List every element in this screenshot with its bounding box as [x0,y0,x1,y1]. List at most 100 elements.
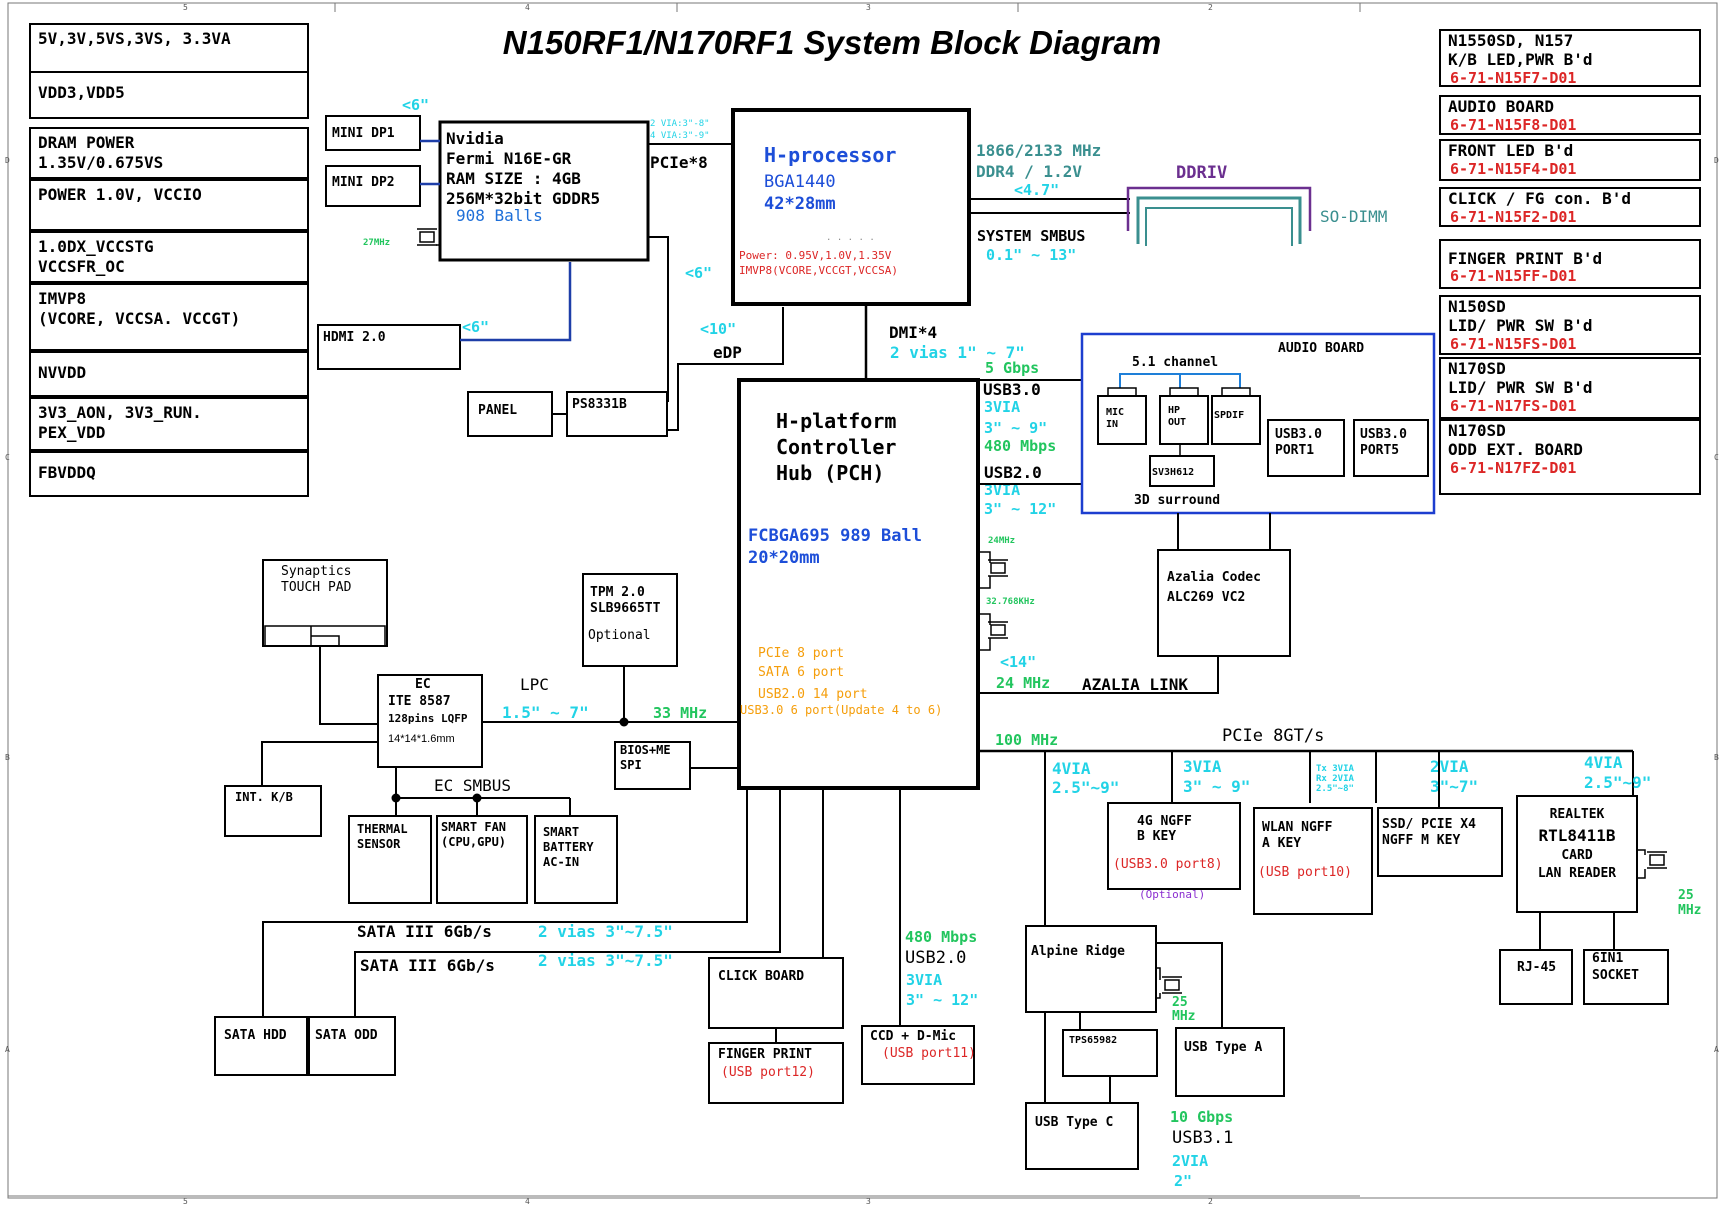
system-smbus: SYSTEM SMBUS [977,227,1085,245]
audio-hp-label: HP [1168,405,1180,416]
pch-port-capability: USB3.0 6 port(Update 4 to 6) [740,703,942,717]
ddriv-label: DDRIV [1176,163,1227,183]
pcie-branch-via: 2VIA [1430,757,1469,776]
realtek-label: CARD [1561,848,1592,863]
ec-dimension: 14*14*1.6mm [388,733,455,745]
daughter-board-part-number: 6-71-N15F2-D01 [1450,208,1576,226]
sata1-vias: 2 vias 3"~7.5" [538,922,673,941]
sodimm-inner [1145,207,1293,246]
usb30-label: USB3.0 [983,380,1041,399]
frame-tick-label: 5 [183,1197,188,1206]
power-rail-box [29,451,309,497]
sata2-label: SATA III 6Gb/s [360,956,495,975]
wlan-label: WLAN NGFF [1262,820,1333,835]
tpm-optional: Optional [588,628,651,643]
crystal-wire [978,613,991,625]
bios-label: SPI [620,758,642,772]
ccd-box [861,1025,975,1085]
ssd-label: NGFF M KEY [1382,833,1460,848]
pcie-branch-length: 2.5"~9" [1052,778,1119,797]
memory-length: <4.7" [1014,181,1059,199]
power-rail-box [29,179,309,231]
pcie8-label: PCIe*8 [650,153,708,172]
crystal-wire [978,576,991,589]
sata-odd-label: SATA ODD [315,1028,378,1043]
hdmi-box [317,324,461,370]
alpine-clock: MHz [1172,1009,1195,1024]
cpu-size: 42*28mm [764,194,836,214]
frame-tick-label: A [5,1045,10,1054]
power-rail-label: 3V3_AON, 3V3_RUN. [38,403,202,422]
daughter-board-box [1439,95,1701,135]
memory-speed: 1866/2133 MHz [976,141,1101,160]
audio-surround: 3D surround [1134,493,1220,508]
alpine-ridge-label: Alpine Ridge [1031,944,1125,959]
daughter-board-name: ODD EXT. BOARD [1448,440,1583,459]
audio-channel: 5.1 channel [1132,355,1218,370]
frame-tick-label: B [5,753,10,762]
daughter-board-name: N170SD [1448,421,1506,440]
frame-tick-label: C [5,453,10,462]
ngff-4g-label: B KEY [1137,829,1176,844]
dmi-label: DMI*4 [889,323,937,342]
rj45-box [1499,949,1573,1005]
sv3h612-label: SV3H612 [1152,467,1194,478]
mini-dp-length: <6" [402,96,429,114]
ngff-4g-port: (USB3.0 port8) [1113,857,1223,872]
smart-battery-label: SMART [543,825,579,839]
thermal-sensor-label: THERMAL [357,822,408,836]
audio-usb-port1-box [1267,419,1345,477]
frame-tick-label: A [1714,1045,1719,1054]
ec-smbus-junction [472,793,482,803]
daughter-board-name: FRONT LED B'd [1448,141,1573,160]
pch-clock-24mhz: 24MHz [988,536,1015,546]
power-rail-label: IMVP8 [38,289,86,308]
azalia-codec-label: ALC269 VC2 [1167,590,1245,605]
pch-port-capability: USB2.0 14 port [758,687,868,702]
bios-box [614,741,691,790]
usb30-length: 3" ~ 9" [984,419,1047,437]
frame-tick-label: C [1714,453,1719,462]
hdmi-length: <6" [462,318,489,336]
pch-crystal-32khz [990,624,1006,636]
daughter-board-name: AUDIO BOARD [1448,97,1554,116]
tpm-label: TPM 2.0 [590,585,645,600]
lpc-junction [619,717,629,727]
crystal-wire [978,638,991,651]
tps65982-label: TPS65982 [1069,1035,1117,1046]
sixin1-label: 6IN1 [1592,951,1623,966]
audio-hp-label: OUT [1168,417,1186,428]
smart-battery-label: AC-IN [543,855,579,869]
power-rail-box [29,127,309,179]
realtek-label: RTL8411B [1538,826,1615,845]
daughter-board-part-number: 6-71-N15F8-D01 [1450,116,1576,134]
audio-usb-port5-label: USB3.0 [1360,427,1407,442]
ec-chip: ITE 8587 [388,694,451,709]
usb30-via: 3VIA [984,398,1020,416]
usb20-speed: 480 Mbps [984,437,1056,455]
daughter-board-part-number: 6-71-N17FS-D01 [1450,397,1576,415]
frame-tick-label: D [1714,156,1719,165]
azalia-codec-label: Azalia Codec [1167,570,1261,585]
power-rail-label: 5V,3V,5VS,3VS, 3.3VA [38,29,231,48]
ec-smbus-junction [391,793,401,803]
sodimm-label: SO-DIMM [1320,207,1387,226]
kb-ec-link [261,741,378,786]
thermal-sensor-label: SENSOR [357,837,401,851]
ps8331-label: PS8331B [572,397,627,412]
ddriv-outline [1126,186,1312,231]
finger-print-port: (USB port12) [721,1065,815,1080]
pcie-branch-length: 2.5"~9" [1584,773,1651,792]
sata1-link [262,788,748,1017]
sata-hdd-box [214,1016,308,1076]
ssd-label: SSD/ PCIE X4 [1382,817,1476,832]
daughter-board-name: K/B LED,PWR B'd [1448,50,1593,69]
sixin1-label: SOCKET [1592,968,1639,983]
usb31-speed: 10 Gbps [1170,1108,1233,1126]
crystal-wire [1156,967,1161,980]
finger-print-box [708,1042,844,1104]
daughter-board-box [1439,419,1701,495]
daughter-board-box [1439,187,1701,227]
gpu-via-note: 2 VIA:3"-8" [650,119,710,129]
